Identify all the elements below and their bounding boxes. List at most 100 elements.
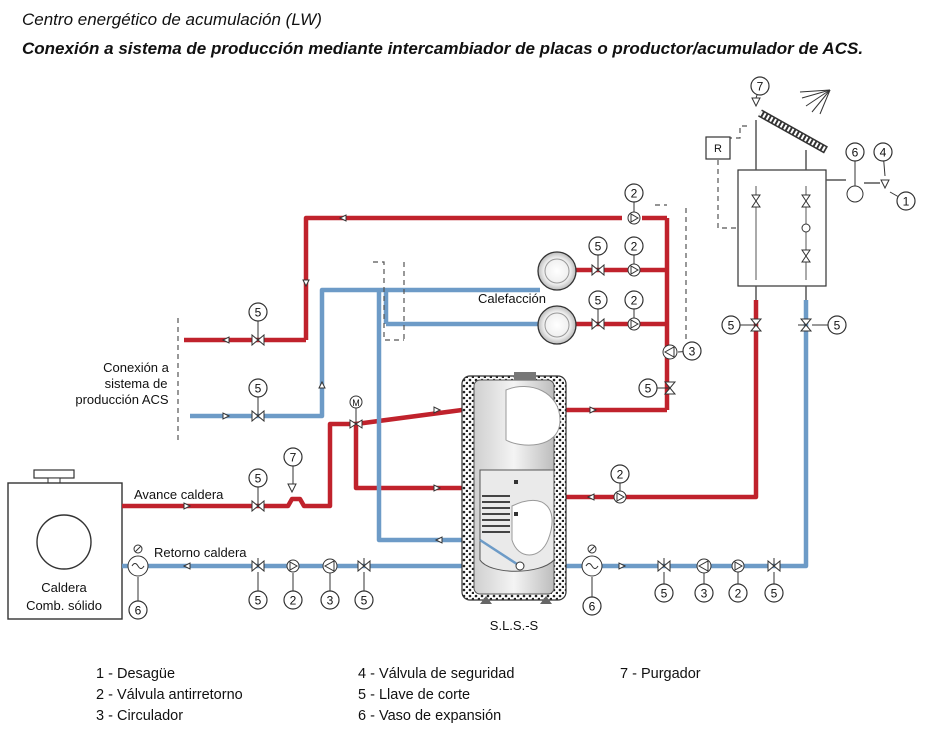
- diagram-subtitle: Conexión a sistema de producción mediant…: [22, 39, 864, 58]
- callout-marker: 6: [128, 577, 148, 620]
- legend-col-3: 7 - Purgador: [620, 664, 701, 685]
- callout-number: 5: [255, 594, 262, 608]
- check-valve: [613, 490, 627, 504]
- callout-number: 7: [757, 80, 764, 94]
- callout-number: 5: [255, 382, 262, 396]
- callout-number: 4: [880, 146, 887, 160]
- callout-number: 5: [595, 240, 602, 254]
- components: [127, 97, 813, 577]
- callout-marker: 6: [582, 577, 602, 616]
- check-valve: [286, 559, 300, 573]
- callout-marker: 2: [624, 183, 644, 212]
- motor-valve-actuator: [349, 395, 363, 409]
- legend-item: 5 - Llave de corte: [358, 687, 471, 703]
- callout-number: 2: [631, 240, 638, 254]
- callout-number: 5: [771, 587, 778, 601]
- callout-number: 5: [361, 594, 368, 608]
- motor-label: M: [352, 398, 360, 408]
- motorized-valve: [349, 408, 363, 429]
- legend-item: 1 - Desagüe: [96, 666, 176, 682]
- callout-marker: 5: [588, 290, 608, 318]
- legend-col-1: 1 - Desagüe 2 - Válvula antirretorno 3 -…: [96, 664, 243, 727]
- callout-marker: 3: [694, 573, 714, 603]
- callout-marker: 5: [354, 572, 374, 610]
- tank-label: S.L.S.-S: [490, 618, 539, 633]
- boiler: Caldera Comb. sólido: [7, 469, 123, 620]
- callout-marker: 5: [764, 572, 784, 603]
- callout-marker: 3: [320, 573, 340, 610]
- callout-number: 2: [631, 187, 638, 201]
- shutoff-valve: [251, 558, 265, 573]
- callout-number: 5: [645, 382, 652, 396]
- heating-label: Calefacción: [478, 291, 546, 306]
- callout-number: 2: [735, 587, 742, 601]
- controller-label: R: [714, 143, 722, 155]
- solar-unit: R: [705, 89, 890, 300]
- control-lines: [177, 125, 748, 440]
- callout-marker: 5: [248, 468, 268, 500]
- callout-number: 2: [631, 294, 638, 308]
- shutoff-valve: [657, 558, 671, 573]
- expansion-vessel: [581, 544, 603, 577]
- legend-item: 6 - Vaso de expansión: [358, 708, 502, 724]
- callouts: 2 5 2 5 2 3 5 5 5 7 5 5 2 3 5 6 2 6 5 3 2 5 5 5 7 6 4 1: [128, 76, 916, 620]
- callout-number: 5: [255, 306, 262, 320]
- callout-number: 5: [661, 587, 668, 601]
- check-valve: [731, 559, 745, 573]
- legend-col-2: 4 - Válvula de seguridad 5 - Llave de co…: [358, 664, 514, 727]
- legend-item: 3 - Circulador: [96, 708, 184, 724]
- callout-number: 3: [701, 587, 708, 601]
- callout-marker: 2: [728, 572, 748, 603]
- acs-label-1: Conexión a: [103, 360, 170, 375]
- callout-number: 6: [852, 146, 859, 160]
- callout-number: 3: [689, 345, 696, 359]
- callout-number: 6: [135, 604, 142, 618]
- hot-pipes: [122, 215, 759, 509]
- legend-item: 7 - Purgador: [620, 666, 701, 682]
- callout-number: 2: [290, 594, 297, 608]
- callout-number: 7: [290, 451, 297, 465]
- check-valve: [627, 317, 641, 331]
- legend-item: 4 - Válvula de seguridad: [358, 666, 515, 682]
- shutoff-valve: [591, 316, 605, 331]
- callout-marker: 3: [677, 341, 702, 361]
- shutoff-valve: [251, 332, 265, 347]
- shutoff-valve: [798, 318, 813, 332]
- shutoff-valve: [767, 558, 781, 573]
- circulator-pump: [322, 558, 338, 574]
- boiler-label-2: Comb. sólido: [26, 598, 102, 613]
- callout-number: 1: [903, 195, 910, 209]
- callout-marker: 4: [873, 142, 893, 177]
- callout-number: 3: [327, 594, 334, 608]
- acs-label-3: producción ACS: [75, 392, 169, 407]
- callout-number: 5: [595, 294, 602, 308]
- diagram-title: Centro energético de acumulación (LW): [22, 10, 322, 29]
- legend-item: 2 - Válvula antirretorno: [96, 687, 243, 703]
- boiler-return-label: Retorno caldera: [154, 545, 247, 560]
- check-valve: [627, 263, 641, 277]
- callout-number: 6: [589, 600, 596, 614]
- flow-arrows: [182, 214, 627, 570]
- acs-label-2: sistema de: [105, 376, 168, 391]
- callout-number: 5: [255, 472, 262, 486]
- boiler-flow-label: Avance caldera: [134, 487, 224, 502]
- shutoff-valve: [748, 318, 763, 332]
- callout-marker: 5: [638, 378, 664, 398]
- callout-marker: 7: [283, 447, 303, 484]
- callout-number: 5: [834, 319, 841, 333]
- callout-marker: 1: [889, 191, 916, 211]
- callout-marker: 5: [812, 315, 847, 335]
- callout-marker: 5: [654, 572, 674, 603]
- callout-marker: 5: [588, 236, 608, 264]
- callout-marker: 2: [624, 290, 644, 318]
- shutoff-valve: [251, 408, 265, 423]
- callout-marker: 2: [610, 464, 630, 491]
- check-valve: [627, 211, 641, 225]
- callout-marker: 2: [283, 573, 303, 610]
- callout-marker: 5: [248, 302, 268, 334]
- callout-marker: 5: [721, 315, 750, 335]
- circulator-pump: [662, 344, 678, 360]
- expansion-vessel: [127, 544, 149, 577]
- callout-number: 2: [617, 468, 624, 482]
